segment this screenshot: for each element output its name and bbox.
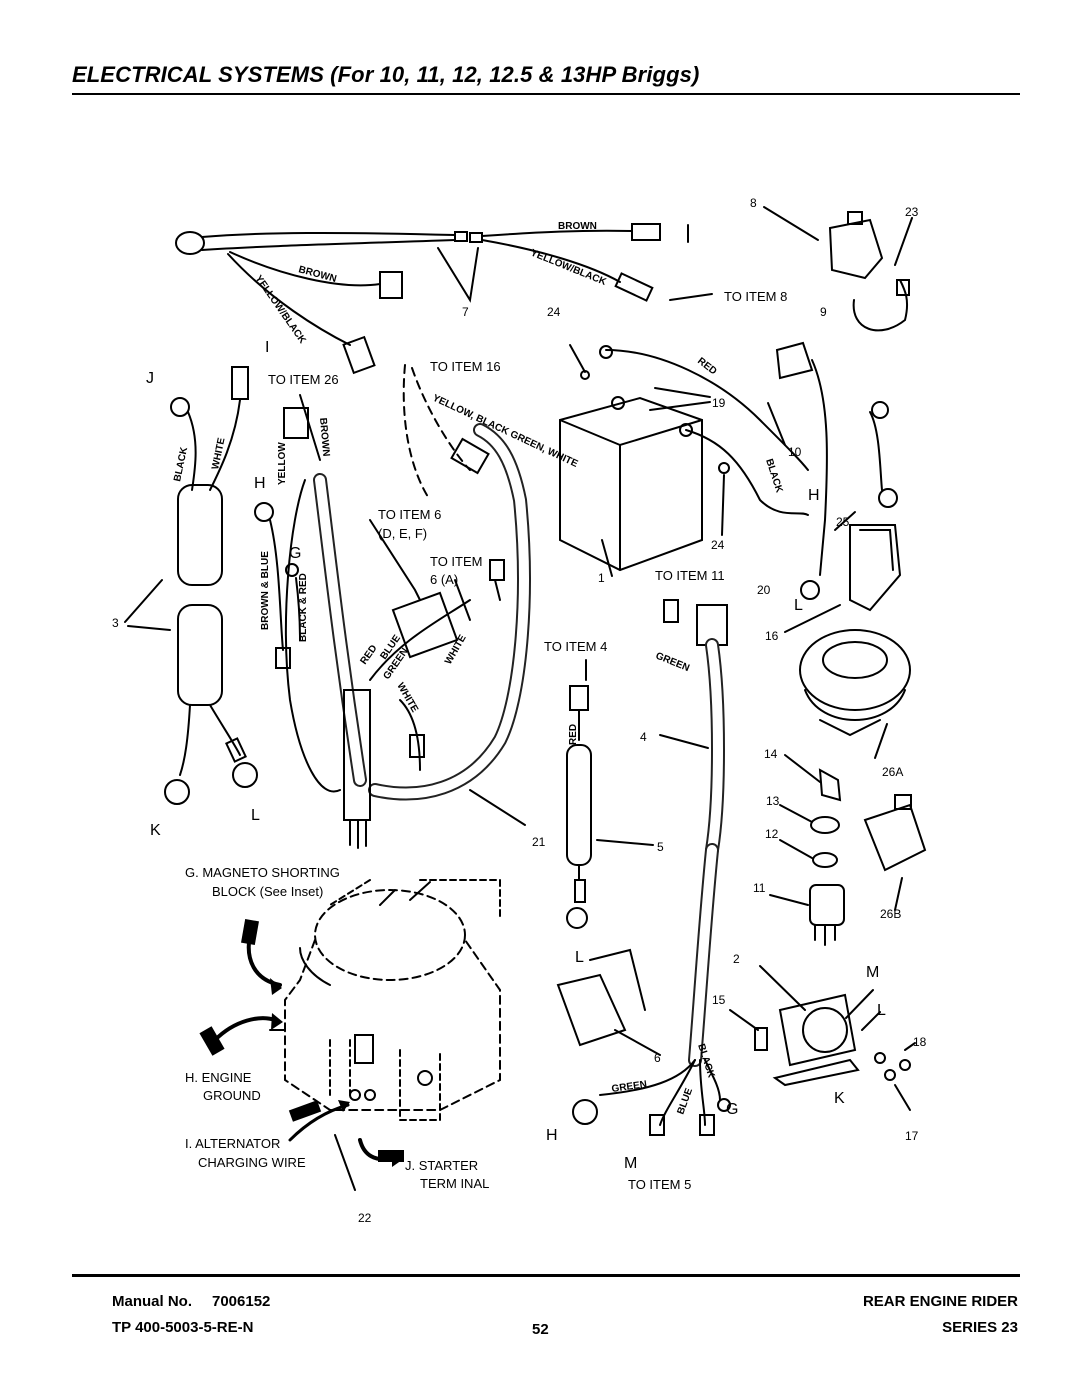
wire-label-red-5: RED bbox=[568, 724, 579, 745]
to-item-8: TO ITEM 8 bbox=[724, 289, 787, 304]
note-i: I. ALTERNATOR bbox=[185, 1136, 280, 1151]
callout-1: 1 bbox=[598, 571, 605, 585]
letter-I: I bbox=[265, 339, 269, 356]
letter-M-harness: M bbox=[624, 1155, 637, 1172]
to-item-6a: TO ITEM bbox=[430, 554, 482, 569]
wire-label-brown-top: BROWN bbox=[558, 221, 597, 232]
callout-18: 18 bbox=[913, 1035, 927, 1049]
main-harness-21 bbox=[283, 364, 531, 849]
to-item-4: TO ITEM 4 bbox=[544, 639, 607, 654]
page-title: ELECTRICAL SYSTEMS (For 10, 11, 12, 12.5… bbox=[72, 62, 700, 87]
callout-24b: 24 bbox=[711, 538, 725, 552]
letter-K-left: K bbox=[150, 822, 161, 839]
callout-15: 15 bbox=[712, 993, 726, 1007]
letter-M-switch: M bbox=[866, 964, 879, 981]
callout-26a: 26A bbox=[882, 765, 903, 779]
letter-L-left: L bbox=[251, 807, 260, 824]
note-h-sub: GROUND bbox=[203, 1088, 261, 1103]
callout-17: 17 bbox=[905, 1129, 919, 1143]
note-j-sub: TERM INAL bbox=[420, 1176, 489, 1191]
wire-label-yellow: YELLOW bbox=[277, 442, 288, 485]
callout-16: 16 bbox=[765, 629, 779, 643]
callout-21: 21 bbox=[532, 835, 546, 849]
wire-label-black-j: BLACK bbox=[172, 445, 190, 482]
callout-2: 2 bbox=[733, 952, 740, 966]
wire-label-brown-mid: BROWN bbox=[317, 417, 331, 457]
callout-20: 20 bbox=[757, 583, 771, 597]
callout-5: 5 bbox=[657, 840, 664, 854]
product-name: REAR ENGINE RIDER bbox=[862, 1293, 1018, 1310]
note-g: G. MAGNETO SHORTING bbox=[185, 865, 340, 880]
top-harness bbox=[175, 223, 713, 375]
letter-L-battery: L bbox=[794, 597, 803, 614]
to-item-5: TO ITEM 5 bbox=[628, 1177, 691, 1192]
callout-7: 7 bbox=[462, 305, 469, 319]
seat-switch-16 bbox=[784, 401, 911, 759]
to-item-6-def-sub: (D, E, F) bbox=[378, 526, 427, 541]
callout-8: 8 bbox=[750, 196, 757, 210]
letter-J: J bbox=[146, 370, 154, 387]
callout-3: 3 bbox=[112, 616, 119, 630]
to-item-6a-sub: 6 (A) bbox=[430, 572, 458, 587]
wire-label-brown-blue: BROWN & BLUE bbox=[260, 551, 271, 630]
letter-L-switch: L bbox=[877, 1002, 886, 1019]
callout-13: 13 bbox=[766, 794, 780, 808]
manual-number: 7006152 bbox=[212, 1293, 271, 1310]
callout-22: 22 bbox=[358, 1211, 372, 1225]
wire-label-black-batt: BLACK bbox=[763, 458, 785, 495]
tp-number: TP 400-5003-5-RE-N bbox=[112, 1319, 254, 1336]
callout-9: 9 bbox=[820, 305, 827, 319]
harness-3 bbox=[124, 366, 301, 805]
battery bbox=[559, 341, 828, 600]
key-switch-2 bbox=[729, 965, 916, 1111]
wire-label-black-red: BLACK & RED bbox=[298, 573, 309, 642]
callout-12: 12 bbox=[765, 827, 779, 841]
title-rule bbox=[72, 93, 1020, 95]
switch-8 bbox=[763, 206, 913, 332]
wire-label-white-j: WHITE bbox=[210, 437, 228, 471]
callout-24a: 24 bbox=[547, 305, 561, 319]
to-item-6-def: TO ITEM 6 bbox=[378, 507, 441, 522]
ignition-switch bbox=[769, 754, 927, 946]
wire-label-red-h: RED bbox=[358, 643, 379, 667]
callout-6: 6 bbox=[654, 1051, 661, 1065]
note-j: J. STARTER bbox=[405, 1158, 478, 1173]
letter-H-harness: H bbox=[546, 1127, 558, 1144]
wire-label-brown-left: BROWN bbox=[297, 264, 337, 285]
series-name: SERIES 23 bbox=[942, 1319, 1018, 1336]
note-h: H. ENGINE bbox=[185, 1070, 252, 1085]
callout-14: 14 bbox=[764, 747, 778, 761]
callout-23: 23 bbox=[905, 205, 919, 219]
manual-label: Manual No. bbox=[112, 1293, 193, 1310]
wire-label-white-h1: WHITE bbox=[443, 633, 469, 667]
wire-label-yellow-black-left: YELLOW/BLACK bbox=[253, 273, 309, 346]
wire-label-green-4: GREEN bbox=[654, 651, 691, 675]
callout-11: 11 bbox=[753, 881, 766, 895]
engine-arrow-marks bbox=[199, 918, 404, 1167]
page-number: 52 bbox=[532, 1321, 549, 1338]
letter-G-left: G bbox=[289, 545, 301, 562]
callout-19: 19 bbox=[712, 396, 726, 410]
callout-25: 25 bbox=[836, 515, 850, 529]
callout-26b: 26B bbox=[880, 907, 901, 921]
to-item-16: TO ITEM 16 bbox=[430, 359, 501, 374]
to-item-11: TO ITEM 11 bbox=[655, 568, 725, 583]
wire-label-yellow-black-top: YELLOW/BLACK bbox=[529, 248, 609, 289]
letter-L-fuse: L bbox=[575, 949, 584, 966]
wire-label-green-6: GREEN bbox=[611, 1079, 648, 1095]
note-i-sub: CHARGING WIRE bbox=[198, 1155, 306, 1170]
to-item-26: TO ITEM 26 bbox=[268, 372, 339, 387]
callout-4: 4 bbox=[640, 730, 647, 744]
letter-H-left: H bbox=[254, 475, 266, 492]
letter-H-battery: H bbox=[808, 487, 820, 504]
note-g-sub: BLOCK (See Inset) bbox=[212, 884, 323, 899]
letter-G-harness: G bbox=[726, 1101, 738, 1118]
callout-10: 10 bbox=[788, 445, 802, 459]
harness-4 bbox=[556, 599, 731, 1136]
footer-rule bbox=[72, 1274, 1020, 1277]
letter-K-switch: K bbox=[834, 1090, 845, 1107]
fuse-5 bbox=[566, 659, 654, 929]
